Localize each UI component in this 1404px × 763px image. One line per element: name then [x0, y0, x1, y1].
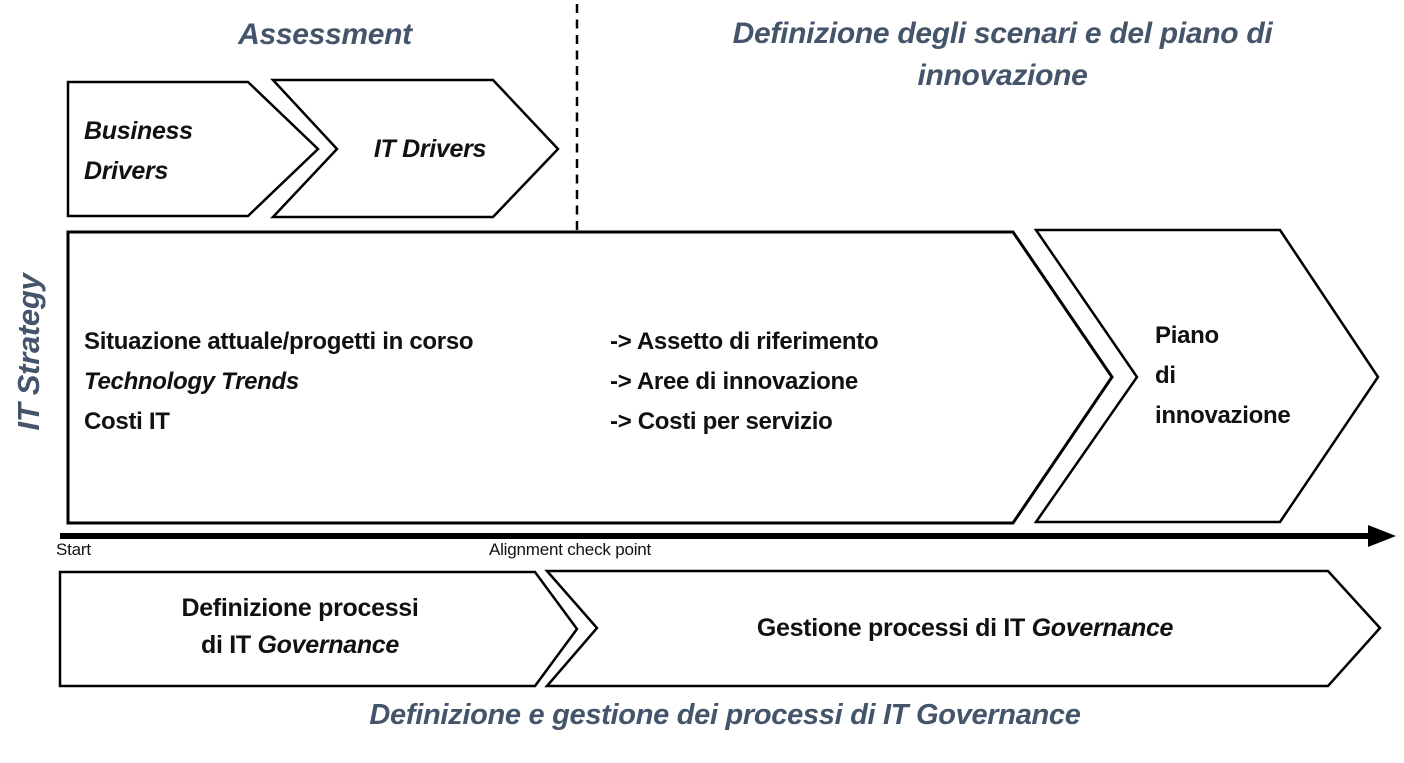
- definizione-governance-arrow-shape: [58, 570, 579, 688]
- timeline-arrowhead-icon: [1368, 525, 1396, 547]
- main-box-item-aree-innovazione: -> Aree di innovazione: [610, 368, 858, 395]
- definizione-governance-label: Definizione processi di IT Governance: [90, 590, 510, 664]
- phase-header-definizione-scenari: Definizione degli scenari e del piano di…: [732, 17, 1273, 92]
- main-box-item-assetto: -> Assetto di riferimento: [610, 328, 879, 355]
- gestione-governance-prefix: Gestione processi di IT: [756, 614, 1032, 642]
- it-drivers-arrow-shape: [270, 78, 560, 219]
- timeline-checkpoint-label: Alignment check point: [488, 540, 652, 559]
- main-process-arrow-shape: [66, 230, 1114, 525]
- business-drivers-label: Business Drivers: [84, 117, 193, 185]
- main-box-item-situazione: Situazione attuale/progetti in corso: [84, 328, 474, 355]
- timeline-start-label: Start: [56, 540, 91, 559]
- piano-innovazione-arrow-shape: [1033, 228, 1380, 524]
- main-box-left-column: Situazione attuale/progetti in corso Tec…: [84, 322, 584, 442]
- phase-header-assessment: Assessment: [238, 18, 412, 51]
- definizione-governance-line1: Definizione processi: [181, 594, 419, 622]
- definizione-governance-line2: di IT Governance: [90, 627, 510, 664]
- side-label-it-strategy: IT Strategy: [11, 273, 46, 431]
- main-box-right-column: -> Assetto di riferimento -> Aree di inn…: [610, 322, 1030, 442]
- main-box-item-costi-servizio: -> Costi per servizio: [610, 408, 833, 435]
- definizione-governance-line2-italic: Governance: [257, 631, 400, 659]
- gestione-governance-italic: Governance: [1031, 614, 1174, 642]
- main-box-item-technology-trends: Technology Trends: [84, 368, 299, 395]
- definizione-governance-line2-prefix: di IT: [200, 631, 258, 659]
- bottom-caption: Definizione e gestione dei processi di I…: [369, 699, 1081, 731]
- piano-innovazione-label: Piano di innovazione: [1155, 322, 1291, 429]
- main-box-item-costi-it: Costi IT: [84, 408, 170, 435]
- gestione-governance-label: Gestione processi di IT Governance: [600, 610, 1330, 647]
- business-drivers-arrow-shape: [66, 80, 320, 218]
- it-drivers-label: IT Drivers: [373, 135, 487, 163]
- gestione-governance-arrow-shape: [544, 569, 1382, 688]
